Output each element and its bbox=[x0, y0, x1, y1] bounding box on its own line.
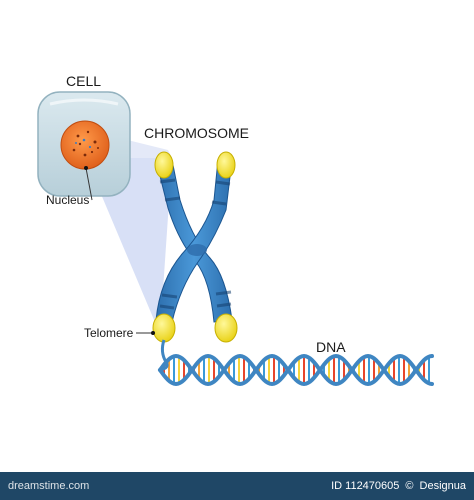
dna-backbone-a bbox=[158, 353, 434, 387]
telomere-top-left bbox=[154, 151, 174, 179]
footer-site: dreamstime.com bbox=[8, 480, 90, 492]
dna-helix bbox=[158, 339, 434, 387]
dna-label: DNA bbox=[316, 339, 346, 355]
nucleus-leader bbox=[85, 167, 93, 201]
telomere-label: Telomere bbox=[84, 326, 134, 340]
cell-label: CELL bbox=[66, 73, 101, 89]
nucleus-label: Nucleus bbox=[46, 193, 89, 207]
telomere-bottom-right bbox=[214, 313, 238, 343]
chromosome-diagram: CELL CHROMOSOME Nucleus Telomere DNA bbox=[37, 73, 434, 387]
telomere-leader-dot bbox=[151, 331, 155, 335]
footer-image-id: ID 112470605 bbox=[331, 480, 400, 492]
telomere-top-right bbox=[216, 151, 236, 179]
chromosome bbox=[155, 158, 233, 323]
footer-copyright-icon: © bbox=[405, 480, 414, 492]
nucleus-leader-dot bbox=[84, 166, 88, 170]
footer-author: Designua bbox=[419, 480, 466, 492]
dna-backbone-b bbox=[158, 353, 434, 387]
centromere bbox=[187, 244, 207, 256]
chromosome-label: CHROMOSOME bbox=[144, 125, 249, 141]
nucleus bbox=[60, 120, 110, 170]
telomere-bottom-left bbox=[152, 313, 176, 343]
footer-credits: ID 112470605 © Designua bbox=[331, 480, 466, 492]
dna-lead-in bbox=[159, 339, 169, 372]
footer-bar: dreamstime.com ID 112470605 © Designua bbox=[0, 472, 474, 500]
